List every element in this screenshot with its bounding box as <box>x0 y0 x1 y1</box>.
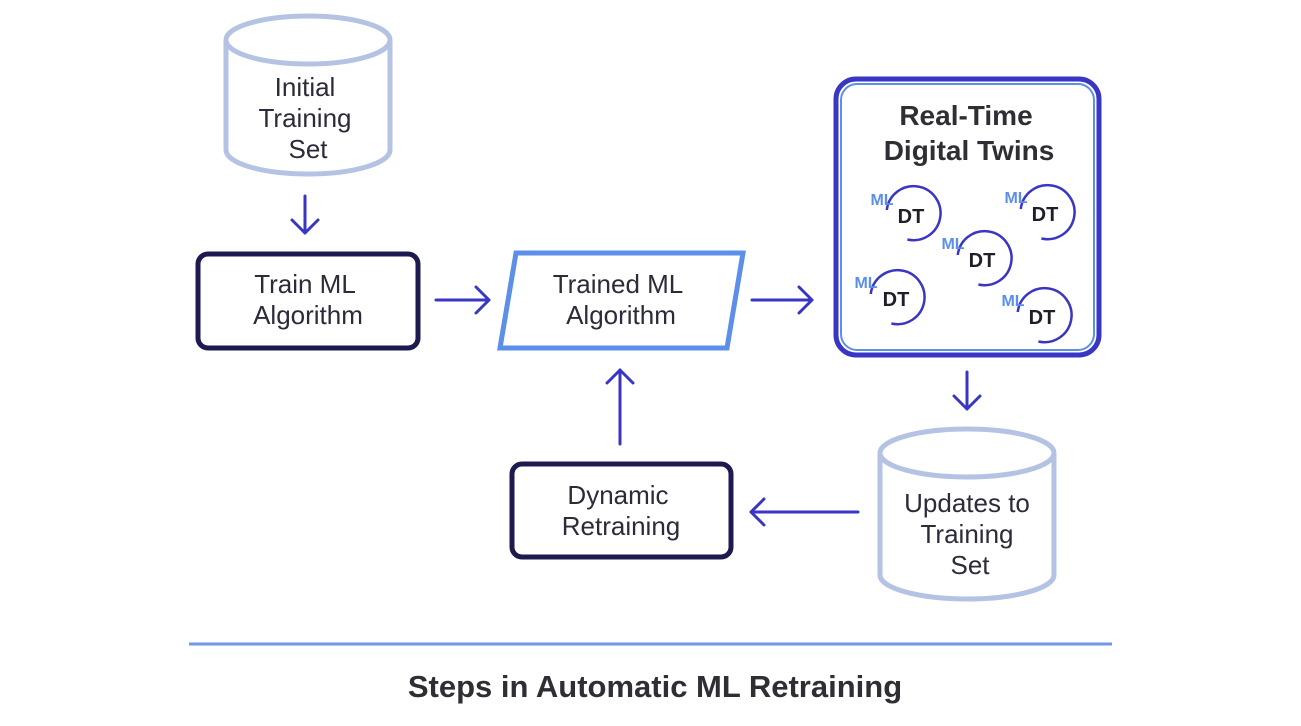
dt-label: DT <box>1032 204 1059 226</box>
digital-twin-instance: ML DT <box>854 268 926 326</box>
digital-twin-instance: ML DT <box>1001 286 1073 344</box>
ml-label: ML <box>941 236 964 253</box>
arrow-train-to-trained <box>434 285 491 315</box>
digital-twins-title-line2: Digital Twins <box>884 135 1055 166</box>
train-ml-algorithm-node: Train ML Algorithm <box>195 251 421 351</box>
dt-label: DT <box>883 289 910 311</box>
dt-label: DT <box>1029 307 1056 329</box>
updates-line3: Set <box>950 550 990 580</box>
dynamic-retraining-node: Dynamic Retraining <box>509 461 734 560</box>
updates-line1: Updates to <box>904 488 1030 518</box>
initial-training-set-line3: Set <box>288 134 328 164</box>
trained-ml-algorithm-line2: Algorithm <box>566 300 676 330</box>
train-ml-algorithm-line1: Train ML <box>254 269 356 299</box>
arrow-initial-to-train <box>290 194 320 235</box>
digital-twins-title-line1: Real-Time <box>899 100 1032 131</box>
diagram-caption: Steps in Automatic ML Retraining <box>408 669 902 704</box>
ml-label: ML <box>870 192 893 209</box>
digital-twin-instance: ML DT <box>1004 183 1076 241</box>
dt-label: DT <box>898 206 925 228</box>
trained-ml-algorithm-line1: Trained ML <box>553 269 684 299</box>
dt-label: DT <box>969 250 996 272</box>
train-ml-algorithm-line2: Algorithm <box>253 300 363 330</box>
trained-ml-algorithm-node: Trained ML Algorithm <box>497 250 746 351</box>
ml-label: ML <box>1004 190 1027 207</box>
real-time-digital-twins-node: Real-Time Digital Twins ML DT ML DT ML D… <box>833 76 1102 358</box>
ml-label: ML <box>1001 293 1024 310</box>
arrow-trained-to-twins <box>750 285 814 315</box>
arrow-retraining-to-trained <box>605 368 635 446</box>
digital-twin-instance: ML DT <box>941 229 1013 287</box>
initial-training-set-node: Initial Training Set <box>223 13 393 177</box>
initial-training-set-line2: Training <box>259 103 352 133</box>
updates-to-training-set-node: Updates to Training Set <box>877 426 1057 602</box>
updates-line2: Training <box>921 519 1014 549</box>
ml-label: ML <box>854 275 877 292</box>
dynamic-retraining-line2: Retraining <box>562 511 681 541</box>
arrow-twins-to-updates <box>952 370 982 411</box>
dynamic-retraining-line1: Dynamic <box>567 480 668 510</box>
arrow-updates-to-retraining <box>749 497 860 527</box>
digital-twin-instance: ML DT <box>870 184 942 242</box>
initial-training-set-line1: Initial <box>275 72 336 102</box>
